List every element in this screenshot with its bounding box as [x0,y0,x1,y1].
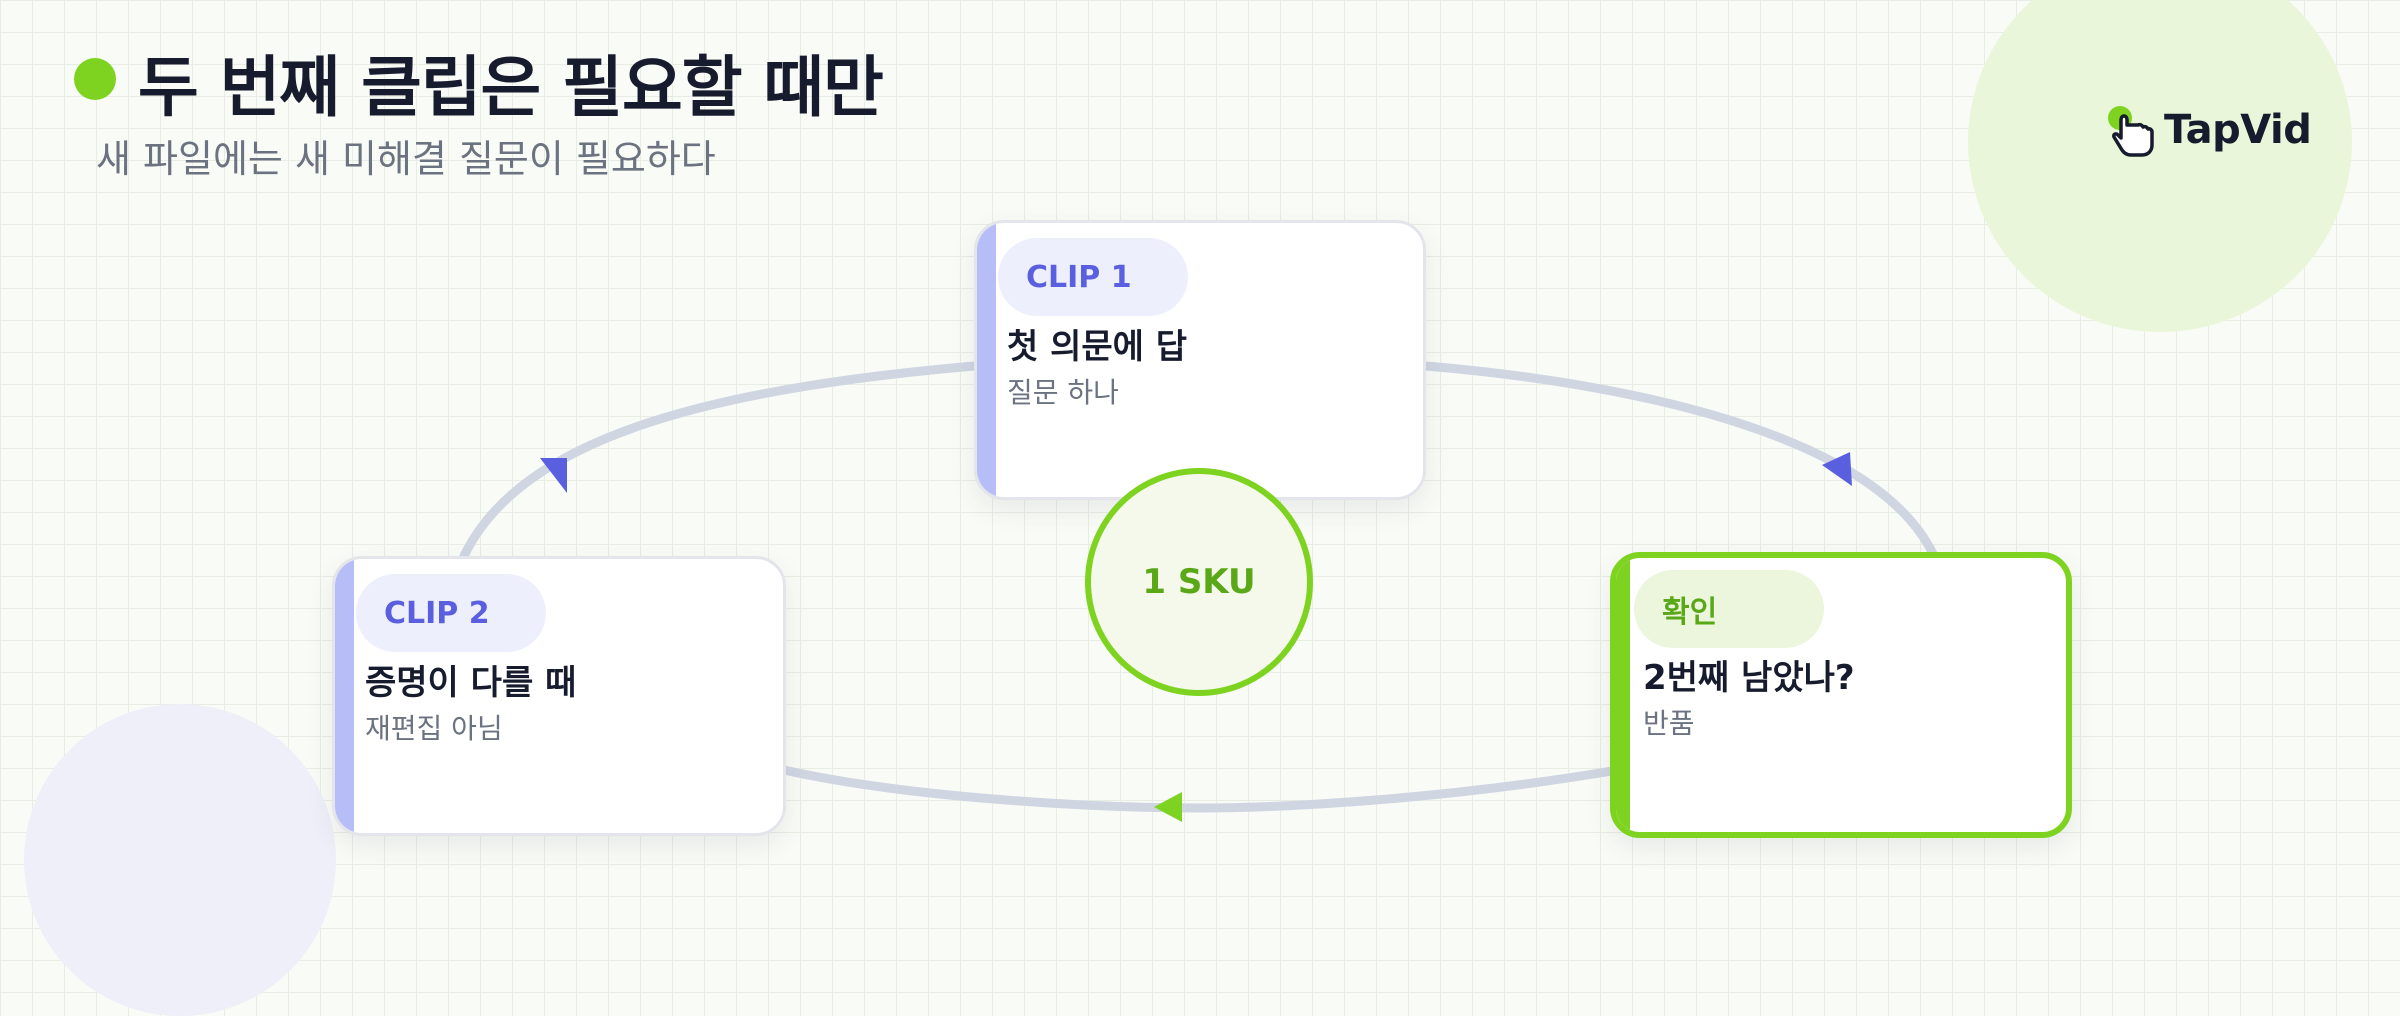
node-tag: CLIP 1 [998,238,1188,316]
connector-clip1-to-check [1421,361,1939,561]
node-title: 증명이 다를 때 [365,663,577,703]
node-description: 재편집 아님 [365,712,503,745]
node-description: 반품 [1643,707,1695,740]
connector-check-to-clip2 [779,765,1623,813]
node-tag: CLIP 2 [356,574,546,652]
arrowhead-to-clip2 [1154,792,1182,822]
node-clip1: CLIP 1 첫 의문에 답 질문 하나 [974,220,1426,500]
node-description: 질문 하나 [1007,376,1119,409]
page-subtitle: 새 파일에는 새 미해결 질문이 필요하다 [96,137,716,181]
node-accent-bar [335,559,354,833]
arrowhead-to-check [1822,452,1852,486]
node-title: 2번째 남았나? [1643,658,1855,698]
page-title: 두 번째 클립은 필요할 때만 [138,49,884,126]
center-label: 1 SKU [1142,562,1256,602]
pointer-hand-icon [2108,102,2160,158]
node-check: 확인 2번째 남았나? 반품 [1610,552,2072,838]
connector-clip2-to-clip1 [459,361,979,561]
cycle-connectors [459,361,1939,822]
node-accent-bar [977,223,996,497]
brand-logo: TapVid [2108,100,2312,160]
node-clip2: CLIP 2 증명이 다를 때 재편집 아님 [332,556,786,836]
node-title: 첫 의문에 답 [1007,327,1188,367]
logo-wordmark: TapVid [2164,107,2312,153]
decorative-circle-top-right [1968,0,2352,332]
center-sku-circle: 1 SKU [1085,468,1313,696]
node-accent-bar [1616,558,1630,832]
node-tag: 확인 [1634,570,1824,648]
title-bullet-dot [74,58,116,100]
arrowhead-to-clip1 [540,458,567,493]
